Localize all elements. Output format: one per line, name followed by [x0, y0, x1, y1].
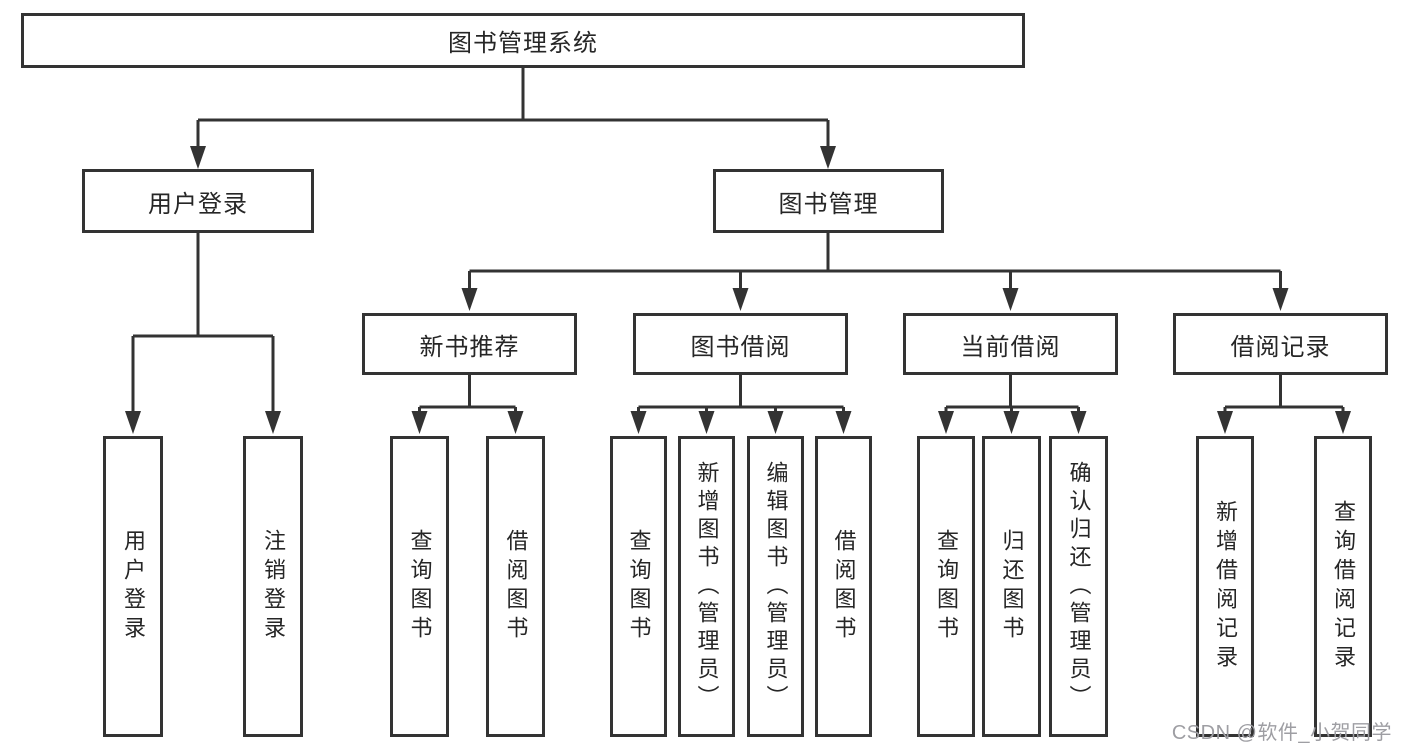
leaf-query-book-current-label: 查询图书	[934, 528, 959, 645]
node-borrow-records: 借阅记录	[1173, 313, 1388, 375]
leaf-query-book-borrow-label: 查询图书	[626, 528, 652, 645]
node-borrow-records-label: 借阅记录	[1230, 333, 1331, 361]
leaf-confirm-return-admin-label: 确认归还（管理员）	[1066, 460, 1092, 713]
leaf-query-book-recommend-label: 查询图书	[407, 528, 433, 645]
leaf-borrow-book-recommend-label: 借阅图书	[503, 528, 529, 645]
node-current-borrow-label: 当前借阅	[960, 333, 1061, 361]
leaf-borrow-book-borrow: 借阅图书	[815, 436, 872, 737]
node-book-borrow-label: 图书借阅	[690, 333, 791, 361]
arrowheads	[125, 146, 1351, 434]
node-new-book-recommend: 新书推荐	[362, 313, 577, 375]
node-root: 图书管理系统	[21, 13, 1025, 68]
leaf-borrow-book-borrow-label: 借阅图书	[831, 528, 857, 645]
node-new-book-recommend-label: 新书推荐	[419, 333, 520, 361]
leaf-query-book-recommend: 查询图书	[390, 436, 449, 737]
leaf-return-book: 归还图书	[982, 436, 1041, 737]
leaf-confirm-return-admin: 确认归还（管理员）	[1049, 436, 1108, 737]
leaf-query-book-current: 查询图书	[917, 436, 975, 737]
leaf-user-login: 用户登录	[103, 436, 163, 737]
leaf-borrow-book-recommend: 借阅图书	[486, 436, 545, 737]
node-book-manage-label: 图书管理	[778, 190, 879, 218]
leaf-add-book-admin: 新增图书（管理员）	[678, 436, 735, 737]
leaf-edit-book-admin: 编辑图书（管理员）	[747, 436, 804, 737]
leaf-add-borrow-record-label: 新增借阅记录	[1213, 499, 1238, 674]
leaf-query-borrow-record: 查询借阅记录	[1314, 436, 1372, 737]
leaf-add-borrow-record: 新增借阅记录	[1196, 436, 1254, 737]
node-book-borrow: 图书借阅	[633, 313, 848, 375]
leaf-return-book-label: 归还图书	[999, 528, 1025, 645]
node-user-login-label: 用户登录	[148, 190, 248, 218]
node-book-manage: 图书管理	[713, 169, 944, 233]
node-current-borrow: 当前借阅	[903, 313, 1118, 375]
node-root-label: 图书管理系统	[448, 30, 598, 57]
node-user-login: 用户登录	[82, 169, 314, 233]
leaf-add-book-admin-label: 新增图书（管理员）	[694, 460, 720, 713]
leaf-query-book-borrow: 查询图书	[610, 436, 667, 737]
leaf-edit-book-admin-label: 编辑图书（管理员）	[763, 460, 789, 713]
leaf-logout: 注销登录	[243, 436, 303, 737]
leaf-logout-label: 注销登录	[261, 528, 286, 645]
leaf-query-borrow-record-label: 查询借阅记录	[1331, 499, 1356, 674]
watermark: CSDN @软件_小贺同学	[1171, 722, 1392, 744]
leaf-user-login-label: 用户登录	[121, 528, 146, 645]
